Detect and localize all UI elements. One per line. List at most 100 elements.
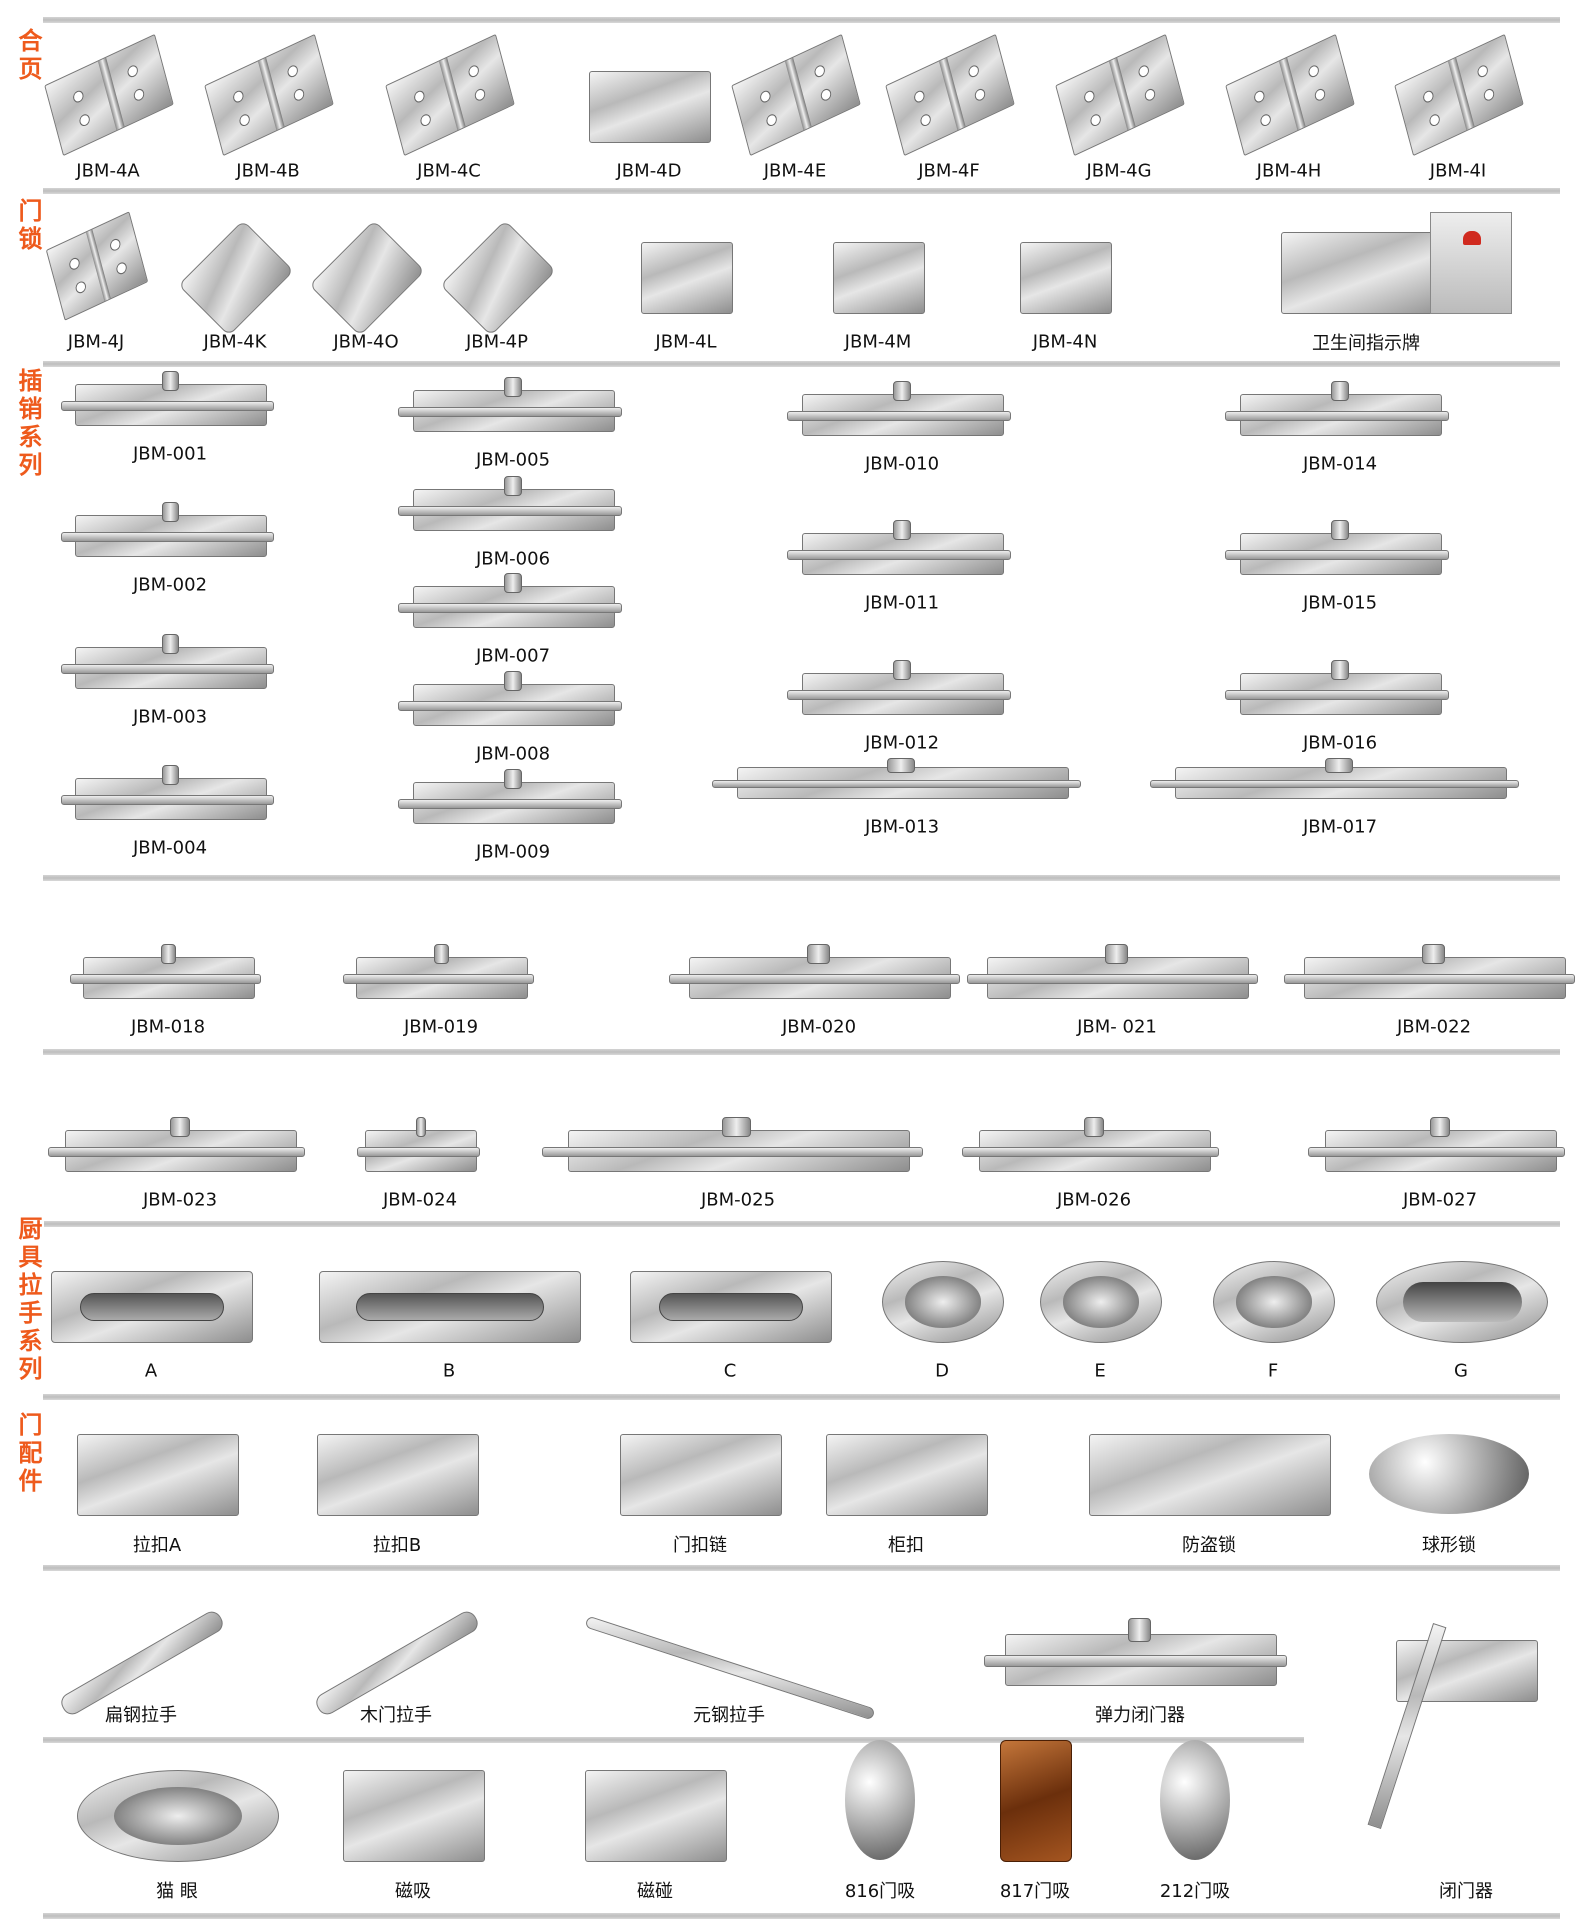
product-label: A <box>144 1360 158 1382</box>
product-image <box>589 71 711 143</box>
product-label: 卫生间指示牌 <box>1312 333 1420 354</box>
product-label: JBM-4H <box>1256 160 1322 182</box>
product-image <box>60 502 274 557</box>
product-label: JBM-4G <box>1086 160 1152 182</box>
product-image <box>711 757 1082 799</box>
product-image <box>1000 1740 1072 1862</box>
screw-hole <box>1089 112 1103 128</box>
product-label: JBM-4A <box>76 160 140 182</box>
product-image <box>845 1740 915 1860</box>
screw-hole <box>1428 112 1442 128</box>
product-image <box>1020 242 1112 314</box>
product-label: JBM-025 <box>700 1189 776 1211</box>
product-image <box>882 1261 1004 1343</box>
product-label: 817门吸 <box>999 1881 1071 1902</box>
product-label: JBM- 021 <box>1077 1016 1157 1038</box>
screw-hole <box>819 87 833 103</box>
product-image <box>826 1434 988 1516</box>
product-label: 磁碰 <box>637 1881 673 1902</box>
screw-hole <box>1259 112 1273 128</box>
product-image <box>787 660 1011 715</box>
product-label: JBM-4K <box>203 331 267 353</box>
screw-hole <box>419 112 433 128</box>
product-image <box>343 944 534 999</box>
product-image <box>319 1271 581 1343</box>
product-label: 防盗锁 <box>1182 1535 1236 1556</box>
product-label: 柜扣 <box>888 1535 924 1556</box>
section-divider <box>43 1394 1560 1400</box>
product-label: JBM-4B <box>236 160 300 182</box>
product-image <box>641 242 733 314</box>
screw-hole <box>412 88 426 104</box>
product-label: JBM-013 <box>864 816 940 838</box>
screw-hole <box>473 87 487 103</box>
section-title-hinges: 合页 <box>12 28 44 84</box>
product-image <box>1307 1117 1566 1172</box>
product-image <box>398 476 622 531</box>
product-image <box>317 1434 479 1516</box>
product-label: JBM-4M <box>844 331 912 353</box>
product-label: JBM-004 <box>132 837 208 859</box>
product-image <box>1376 1261 1548 1343</box>
product-image <box>833 242 925 314</box>
product-image <box>1225 33 1355 157</box>
product-label: D <box>935 1360 949 1382</box>
product-label: JBM-014 <box>1302 453 1378 475</box>
product-label: JBM-4F <box>918 160 980 182</box>
product-label: JBM-001 <box>132 443 208 465</box>
screw-hole <box>1313 87 1327 103</box>
product-label: JBM-011 <box>864 592 940 614</box>
product-image <box>70 944 261 999</box>
screw-hole <box>292 87 306 103</box>
product-image <box>1284 944 1576 999</box>
section-divider <box>43 361 1560 367</box>
section-divider <box>43 1913 1560 1919</box>
product-label: JBM-019 <box>403 1016 479 1038</box>
product-image <box>731 33 861 157</box>
screw-hole <box>1252 88 1266 104</box>
screw-hole <box>286 63 300 79</box>
product-label: 球形锁 <box>1422 1535 1476 1556</box>
product-image <box>1281 232 1453 314</box>
screw-hole <box>132 87 146 103</box>
product-label: JBM-016 <box>1302 732 1378 754</box>
product-label: JBM-003 <box>132 706 208 728</box>
product-image <box>398 769 622 824</box>
product-image <box>1225 660 1449 715</box>
screw-hole <box>231 88 245 104</box>
product-image <box>630 1271 832 1343</box>
section-divider <box>43 1737 1304 1743</box>
screw-hole <box>912 88 926 104</box>
product-label: 木门拉手 <box>360 1705 432 1726</box>
section-title-kitchen-pulls: 厨具拉手系列 <box>12 1216 44 1384</box>
product-image <box>1040 1261 1162 1343</box>
screw-hole <box>108 236 122 253</box>
product-image <box>77 1770 279 1862</box>
product-label: JBM-4O <box>333 331 399 353</box>
product-label: JBM-007 <box>475 645 551 667</box>
product-image <box>343 1770 485 1862</box>
screw-hole <box>973 87 987 103</box>
screw-hole <box>467 63 481 79</box>
product-image <box>60 634 274 689</box>
product-label: 816门吸 <box>844 1881 916 1902</box>
product-label: JBM-020 <box>781 1016 857 1038</box>
product-label: JBM-009 <box>475 841 551 863</box>
product-label: JBM-018 <box>130 1016 206 1038</box>
product-label: JBM-4D <box>616 160 682 182</box>
section-divider <box>43 875 1560 881</box>
screw-hole <box>1143 87 1157 103</box>
product-label: JBM-008 <box>475 743 551 765</box>
product-image <box>961 1117 1220 1172</box>
product-image <box>585 1770 727 1862</box>
product-image <box>1225 520 1449 575</box>
product-label: E <box>1094 1360 1106 1382</box>
section-divider <box>43 17 1560 23</box>
product-label: JBM-024 <box>382 1189 458 1211</box>
screw-hole <box>1307 63 1321 79</box>
product-label: 门扣链 <box>673 1535 727 1556</box>
product-label: 拉扣B <box>372 1535 422 1556</box>
product-label: C <box>723 1360 737 1382</box>
screw-hole <box>765 112 779 128</box>
screw-hole <box>1082 88 1096 104</box>
